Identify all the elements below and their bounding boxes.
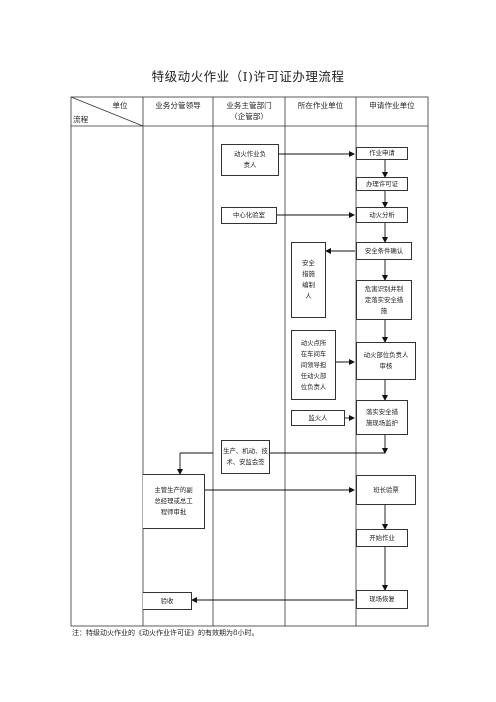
header-col-dept-line1: 业务主管部门 (226, 101, 272, 110)
node-site-restore: 现场恢复 (356, 590, 408, 609)
node-hazard-identification: 危害识别并制 定落实安全措 施 (356, 280, 412, 320)
page-title: 特级动火作业（Ⅰ)许可证办理流程 (151, 69, 345, 84)
node-lab: 中心化验室 (221, 207, 277, 224)
node-area-leader: 动火点所 在车间车 间领导担 任动火部 位负责人 (291, 330, 336, 400)
header-corner-bottom: 流程 (73, 115, 89, 124)
node-fire-watch: 监火人 (291, 410, 345, 426)
footnote: 注：特级动火作业的《动火作业许可证》的有效期为8小时。 (72, 629, 259, 637)
node-vp-approve: 主管生产的副 总经理或总工 程师审批 (143, 474, 205, 529)
node-permit: 办理许可证 (356, 177, 408, 191)
node-safety-manager: 安全 措施 编制 人 (291, 242, 326, 318)
node-apply: 作业申请 (356, 147, 408, 160)
node-acceptance: 验收 (143, 592, 192, 610)
node-site-protection: 落实安全措 施现场监护 (356, 400, 408, 435)
node-safety-confirm: 安全条件确认 (356, 242, 412, 260)
node-start-work: 开始作业 (356, 529, 408, 547)
header-col-dept-line2: （企管部） (230, 112, 268, 121)
node-fire-leader: 动火作业负 责人 (221, 144, 279, 176)
node-analysis: 动火分析 (356, 207, 408, 223)
header-col-work-unit: 所在作业单位 (297, 101, 344, 110)
node-dept-review: 动火部位负责人 审核 (356, 342, 416, 380)
header-col-applicant: 申请作业单位 (369, 101, 415, 110)
node-joint-review: 生产、机动、技 术、安监会签 (221, 440, 270, 474)
node-shift-check: 班长验票 (356, 475, 416, 505)
header-col-leader: 业务分管领导 (155, 101, 201, 110)
header-corner-top: 单位 (112, 101, 128, 110)
